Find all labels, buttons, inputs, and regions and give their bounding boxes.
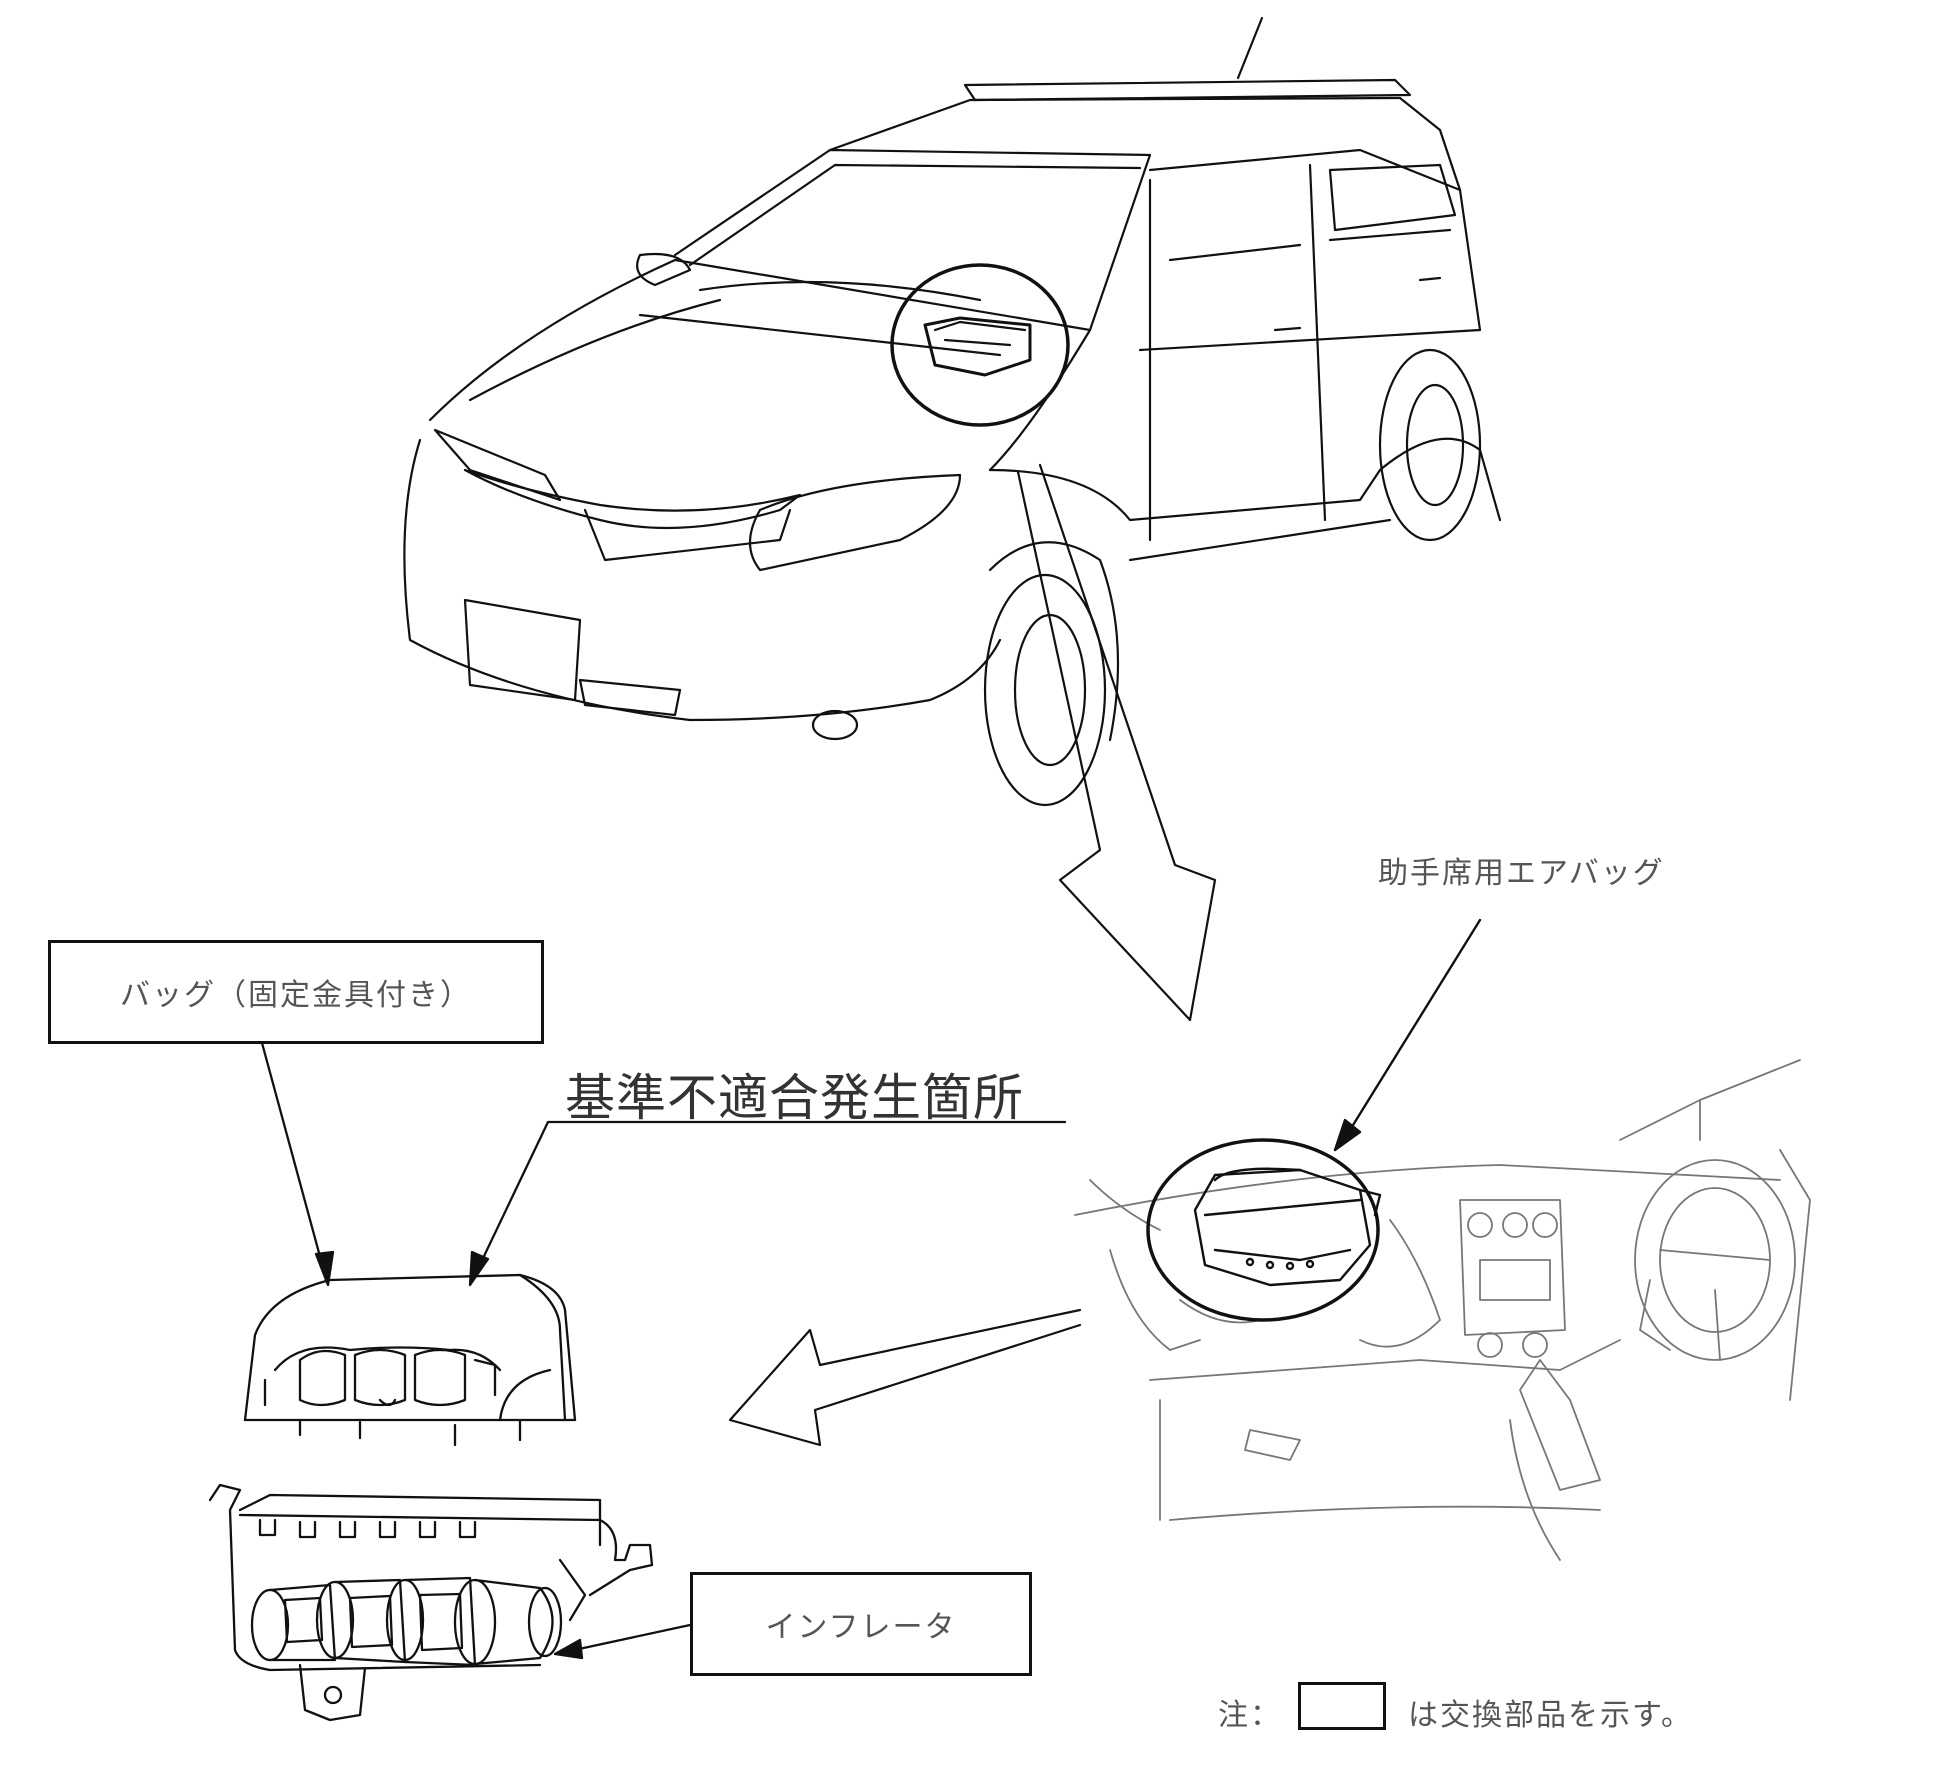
note-prefix: 注： xyxy=(1218,1698,1282,1733)
inflator-box: インフレータ xyxy=(690,1572,1032,1676)
passenger-airbag-module xyxy=(1193,1167,1382,1287)
vehicle-illustration xyxy=(403,16,1502,807)
dashboard-illustration xyxy=(1074,1059,1811,1561)
passenger-airbag-label: 助手席用エアバッグ xyxy=(1378,856,1665,891)
bag-with-fittings-label: バッグ（固定金具付き） xyxy=(120,978,472,1013)
arrow-label-to-airbag xyxy=(1333,918,1482,1152)
arrow-dashboard-to-parts xyxy=(728,1308,1082,1447)
arrow-car-to-dashboard xyxy=(1016,463,1217,1022)
note-suffix: は交換部品を示す。 xyxy=(1408,1698,1693,1733)
nonconformity-location-label: 基準不適合発生箇所 xyxy=(565,1069,1024,1127)
note-sample-box xyxy=(1298,1682,1386,1730)
inflator-label: インフレータ xyxy=(765,1610,957,1645)
passenger-airbag-highlight xyxy=(1146,1138,1380,1322)
inflator-housing-illustration xyxy=(208,1483,654,1722)
leader-lines xyxy=(260,1041,1067,1660)
bag-with-fittings-illustration xyxy=(243,1273,577,1447)
bag-with-fittings-box: バッグ（固定金具付き） xyxy=(48,940,544,1044)
